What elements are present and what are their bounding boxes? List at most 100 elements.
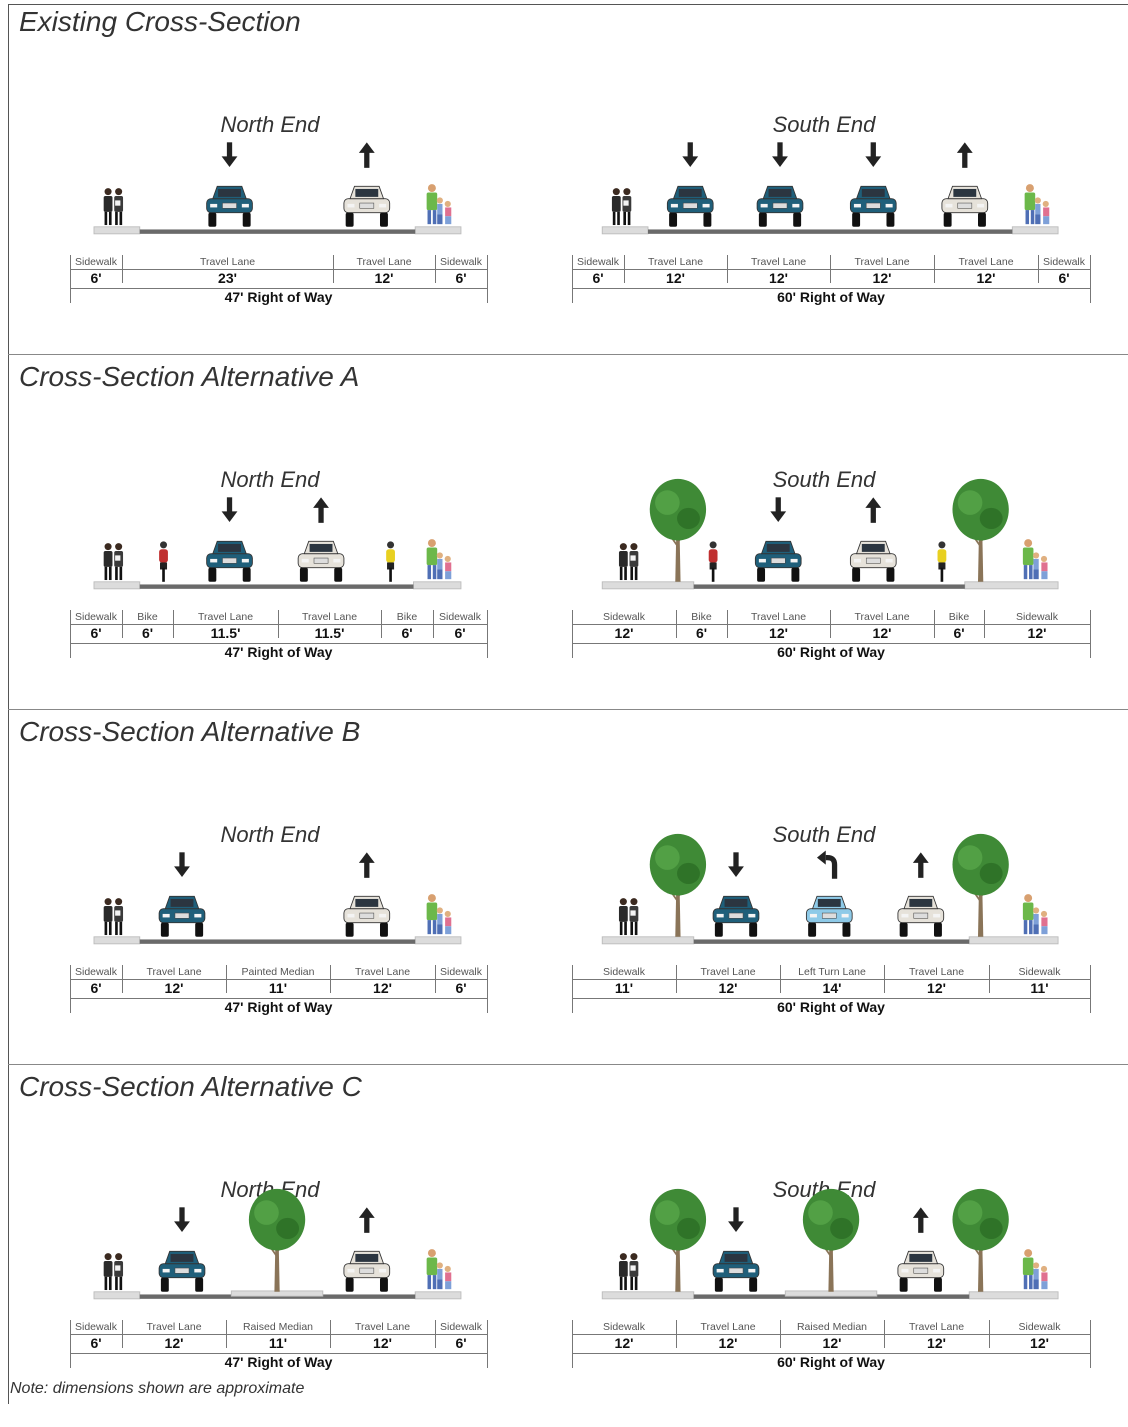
roadway — [139, 939, 416, 944]
cyclist-icon — [386, 541, 395, 582]
arrow-down-icon — [770, 497, 787, 522]
arrow-down-icon — [728, 852, 744, 877]
tree-icon — [952, 478, 1009, 582]
segment-label: Left Turn Lane — [798, 966, 866, 978]
segment-width: 12' — [927, 980, 946, 996]
segment-width: 6' — [695, 625, 708, 641]
cyclist-icon — [708, 541, 718, 582]
segment-label: Sidewalk — [602, 1321, 646, 1333]
car-icon — [805, 895, 853, 937]
segment-width: 12' — [927, 1335, 946, 1351]
car-icon — [666, 185, 714, 227]
segment-width: 6' — [90, 980, 102, 996]
segment-label: Sidewalk — [602, 966, 646, 978]
dimension-line — [572, 1353, 1090, 1354]
segment-label: Raised Median — [242, 1321, 314, 1333]
dimension-tick — [1090, 1320, 1091, 1368]
right-of-way-total: 60' Right of Way — [777, 289, 885, 305]
tree-icon — [649, 833, 707, 937]
dimension-tick — [572, 1320, 573, 1368]
segment-label: Sidewalk — [74, 611, 118, 623]
segment-label: Travel Lane — [199, 256, 256, 268]
car-icon — [158, 895, 206, 937]
segment-label: Travel Lane — [854, 256, 910, 268]
pedestrians-icon — [618, 1253, 639, 1291]
dimension-tick — [70, 1320, 71, 1368]
segment-width: 6' — [141, 625, 154, 641]
family-icon — [1024, 184, 1050, 225]
cross-section-scene — [93, 497, 462, 590]
pedestrians-icon — [618, 543, 639, 581]
segment-label: Sidewalk — [1018, 966, 1061, 978]
dimension-line — [572, 998, 1090, 999]
car-icon — [754, 540, 802, 582]
pedestrians-icon — [611, 188, 632, 226]
segment-label: Bike — [691, 611, 712, 623]
dimension-line — [572, 288, 1090, 289]
roadway — [693, 939, 970, 944]
right-of-way-total: 47' Right of Way — [224, 999, 333, 1015]
segment-width: 12' — [373, 980, 392, 996]
family-icon — [1022, 539, 1048, 580]
dimension-tick — [487, 1320, 488, 1368]
arrow-down-icon — [728, 1207, 744, 1232]
arrow-down-icon — [772, 142, 788, 167]
family-icon — [426, 1249, 452, 1290]
segment-width: 11' — [614, 980, 634, 996]
sidewalk-slab — [93, 581, 141, 590]
pedestrians-icon — [103, 898, 124, 936]
sidewalk-slab — [414, 936, 462, 945]
dimension-line — [572, 624, 1090, 625]
segment-width: 6' — [1058, 270, 1070, 286]
segment-width: 12' — [976, 270, 996, 286]
dimension-line — [572, 1334, 1090, 1335]
section-alternative-b: Cross-Section Alternative B North End Si… — [8, 709, 1128, 1064]
segment-label: Sidewalk — [1042, 256, 1086, 268]
footnote: Note: dimensions shown are approximate — [10, 1380, 305, 1397]
sidewalk-slab — [601, 1291, 695, 1300]
car-icon — [849, 540, 897, 582]
arrow-down-icon — [221, 497, 238, 522]
tree-icon — [649, 1188, 707, 1292]
roadway — [693, 584, 965, 589]
segment-width: 6' — [90, 1335, 102, 1351]
segment-label: Sidewalk — [439, 966, 483, 978]
turn-arrow-icon — [816, 850, 838, 879]
right-of-way-total: 47' Right of Way — [224, 289, 333, 305]
segment-width: 6' — [455, 1335, 467, 1351]
segment-label: Travel Lane — [750, 611, 807, 623]
segment-label: Sidewalk — [439, 1321, 483, 1333]
cross-section-scene — [601, 833, 1059, 945]
arrow-up-icon — [912, 1207, 929, 1233]
sidewalk-slab — [93, 226, 141, 235]
segment-width: 6' — [592, 270, 604, 286]
segment-width: 12' — [822, 1335, 842, 1351]
segment-width: 12' — [872, 270, 892, 286]
segment-label: Travel Lane — [301, 611, 358, 623]
cross-section-scene — [93, 1188, 462, 1300]
right-of-way-total: 60' Right of Way — [777, 999, 885, 1015]
segment-label: Travel Lane — [700, 966, 756, 978]
sidewalk-slab — [968, 1291, 1059, 1300]
segment-width: 6' — [90, 625, 102, 641]
car-icon — [343, 895, 391, 937]
tree-icon — [248, 1188, 306, 1292]
segment-width: 12' — [373, 1335, 392, 1351]
section-title: Existing Cross-Section — [19, 6, 301, 37]
car-icon — [897, 1250, 945, 1292]
section-title: Cross-Section Alternative B — [19, 716, 361, 747]
segment-label: Bike — [396, 611, 418, 623]
dimension-tick — [487, 610, 488, 658]
segment-label: Bike — [137, 611, 158, 623]
sidewalk-slab — [93, 1291, 141, 1300]
pedestrians-icon — [103, 543, 124, 581]
segment-width: 14' — [822, 980, 842, 996]
car-icon — [343, 1250, 391, 1292]
dimension-tick — [70, 965, 71, 1013]
arrow-up-icon — [912, 852, 929, 878]
tree-icon — [952, 833, 1009, 937]
dimension-tick — [1090, 965, 1091, 1013]
dimension-tick — [572, 965, 573, 1013]
